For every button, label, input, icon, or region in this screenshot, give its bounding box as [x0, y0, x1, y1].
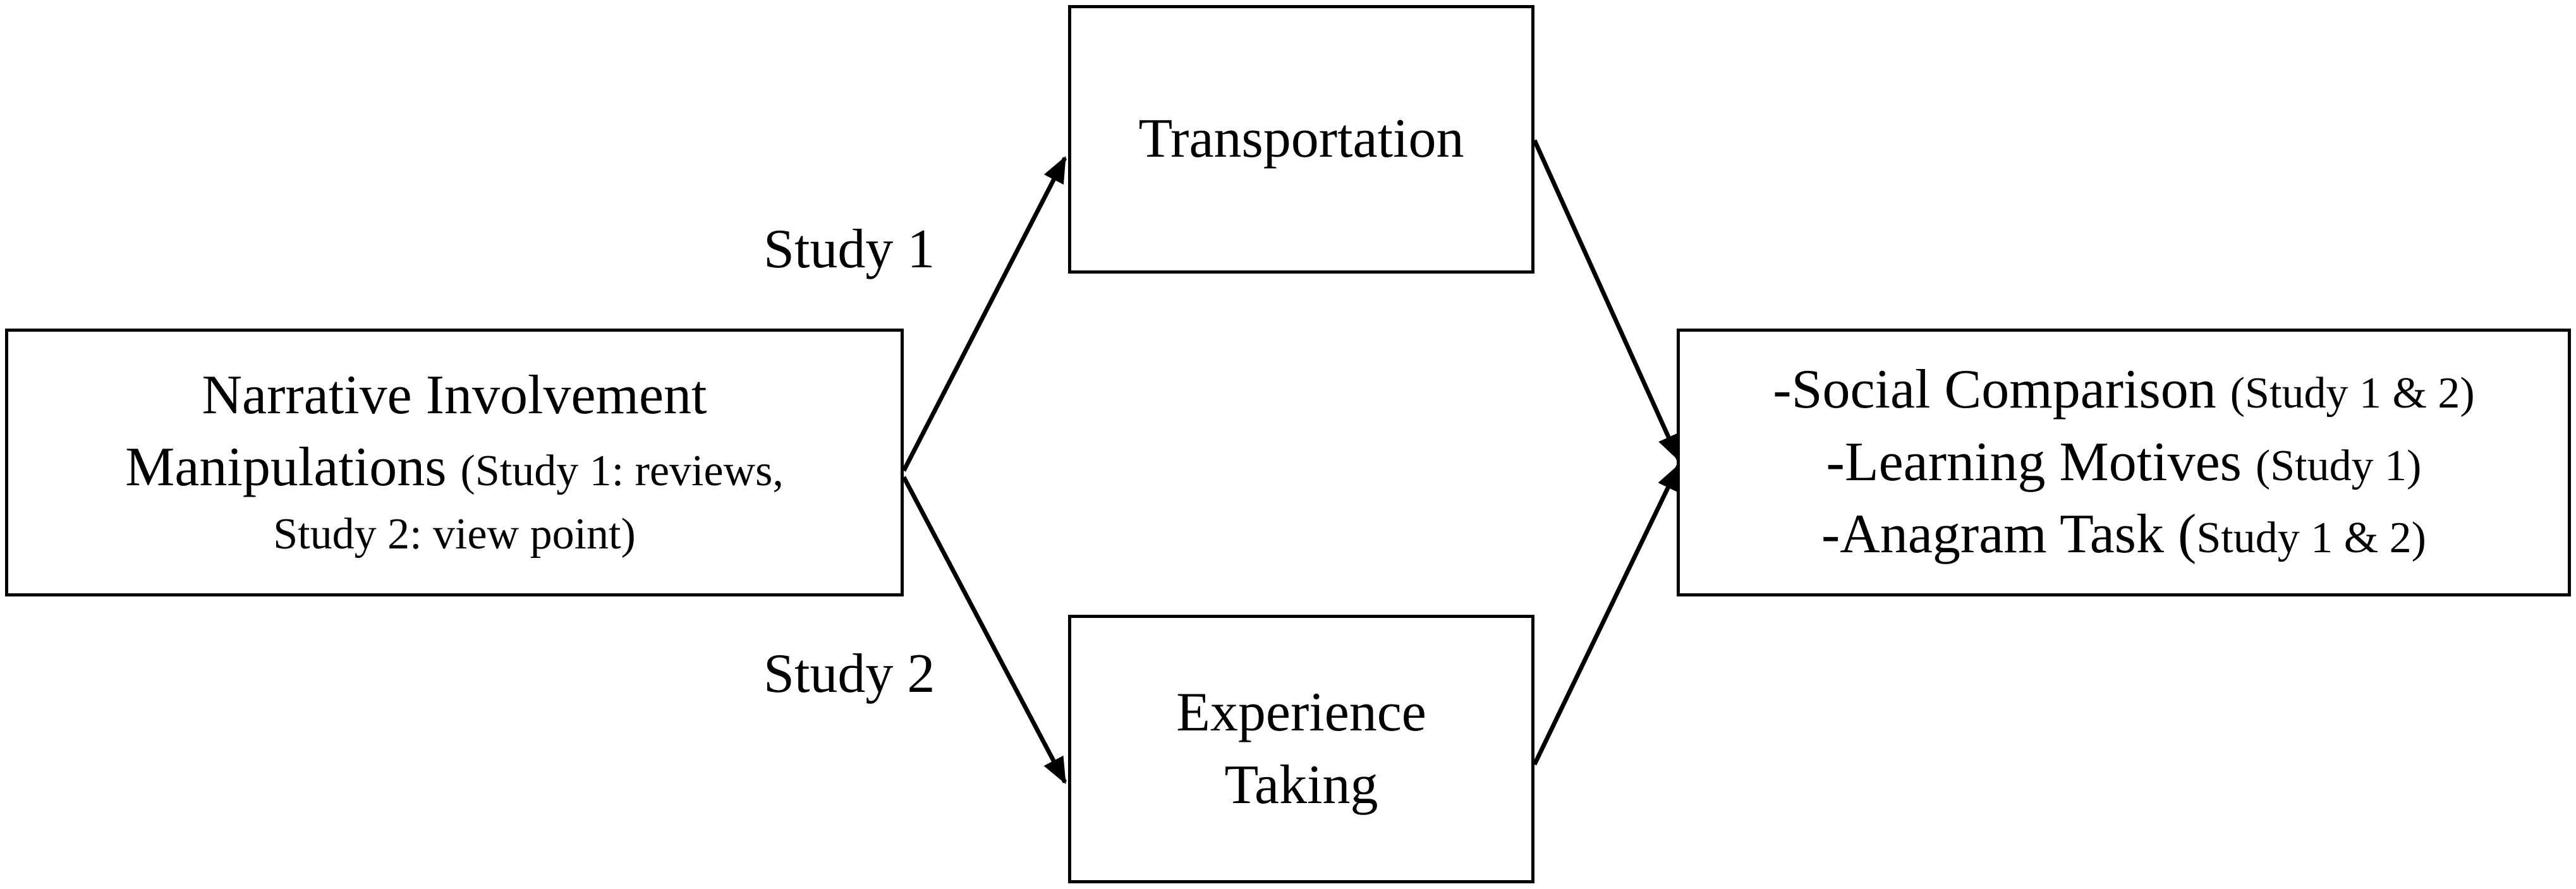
arrow-transportation-to-outcomes — [1532, 139, 1681, 462]
study2-label: Study 2 — [763, 643, 935, 705]
transportation-box: Transportation — [1068, 5, 1534, 274]
experience-line2: Taking — [1224, 754, 1378, 816]
outcome-1-paren: (Study 1 & 2) — [2230, 369, 2475, 418]
outcome-learning-motives: -Learning Motives (Study 1) — [1826, 426, 2422, 499]
outcome-3-paren: Study 1 & 2) — [2196, 514, 2426, 563]
manipulation-line1: Narrative Involvement — [202, 364, 707, 426]
experience-line1: Experience — [1176, 682, 1426, 744]
experience-box: Experience Taking — [1068, 615, 1534, 883]
manipulation-line2: Manipulations (Study 1: reviews, — [125, 432, 784, 504]
arrow-manipulation-to-transportation — [901, 155, 1067, 472]
outcome-social-comparison: -Social Comparison (Study 1 & 2) — [1773, 354, 2474, 426]
outcomes-box: -Social Comparison (Study 1 & 2) -Learni… — [1677, 329, 2571, 596]
manipulation-line2-paren: (Study 1: reviews, — [460, 447, 784, 495]
outcome-3-paren-open: ( — [2178, 504, 2197, 565]
outcome-2-paren: (Study 1) — [2255, 441, 2422, 490]
outcome-2-main: -Learning Motives — [1826, 431, 2242, 493]
outcome-3-main: -Anagram Task — [1821, 504, 2165, 565]
manipulation-line3: Study 2: view point) — [273, 510, 636, 559]
arrow-experience-to-outcomes — [1532, 463, 1681, 766]
study1-label: Study 1 — [763, 219, 935, 280]
outcome-1-main: -Social Comparison — [1773, 359, 2216, 421]
transportation-label: Transportation — [1138, 108, 1464, 170]
outcome-anagram-task: -Anagram Task (Study 1 & 2) — [1821, 499, 2426, 571]
arrow-manipulation-to-experience — [901, 476, 1067, 785]
manipulation-box: Narrative Involvement Manipulations (Stu… — [5, 329, 904, 596]
manipulation-line2-main: Manipulations — [125, 437, 447, 498]
